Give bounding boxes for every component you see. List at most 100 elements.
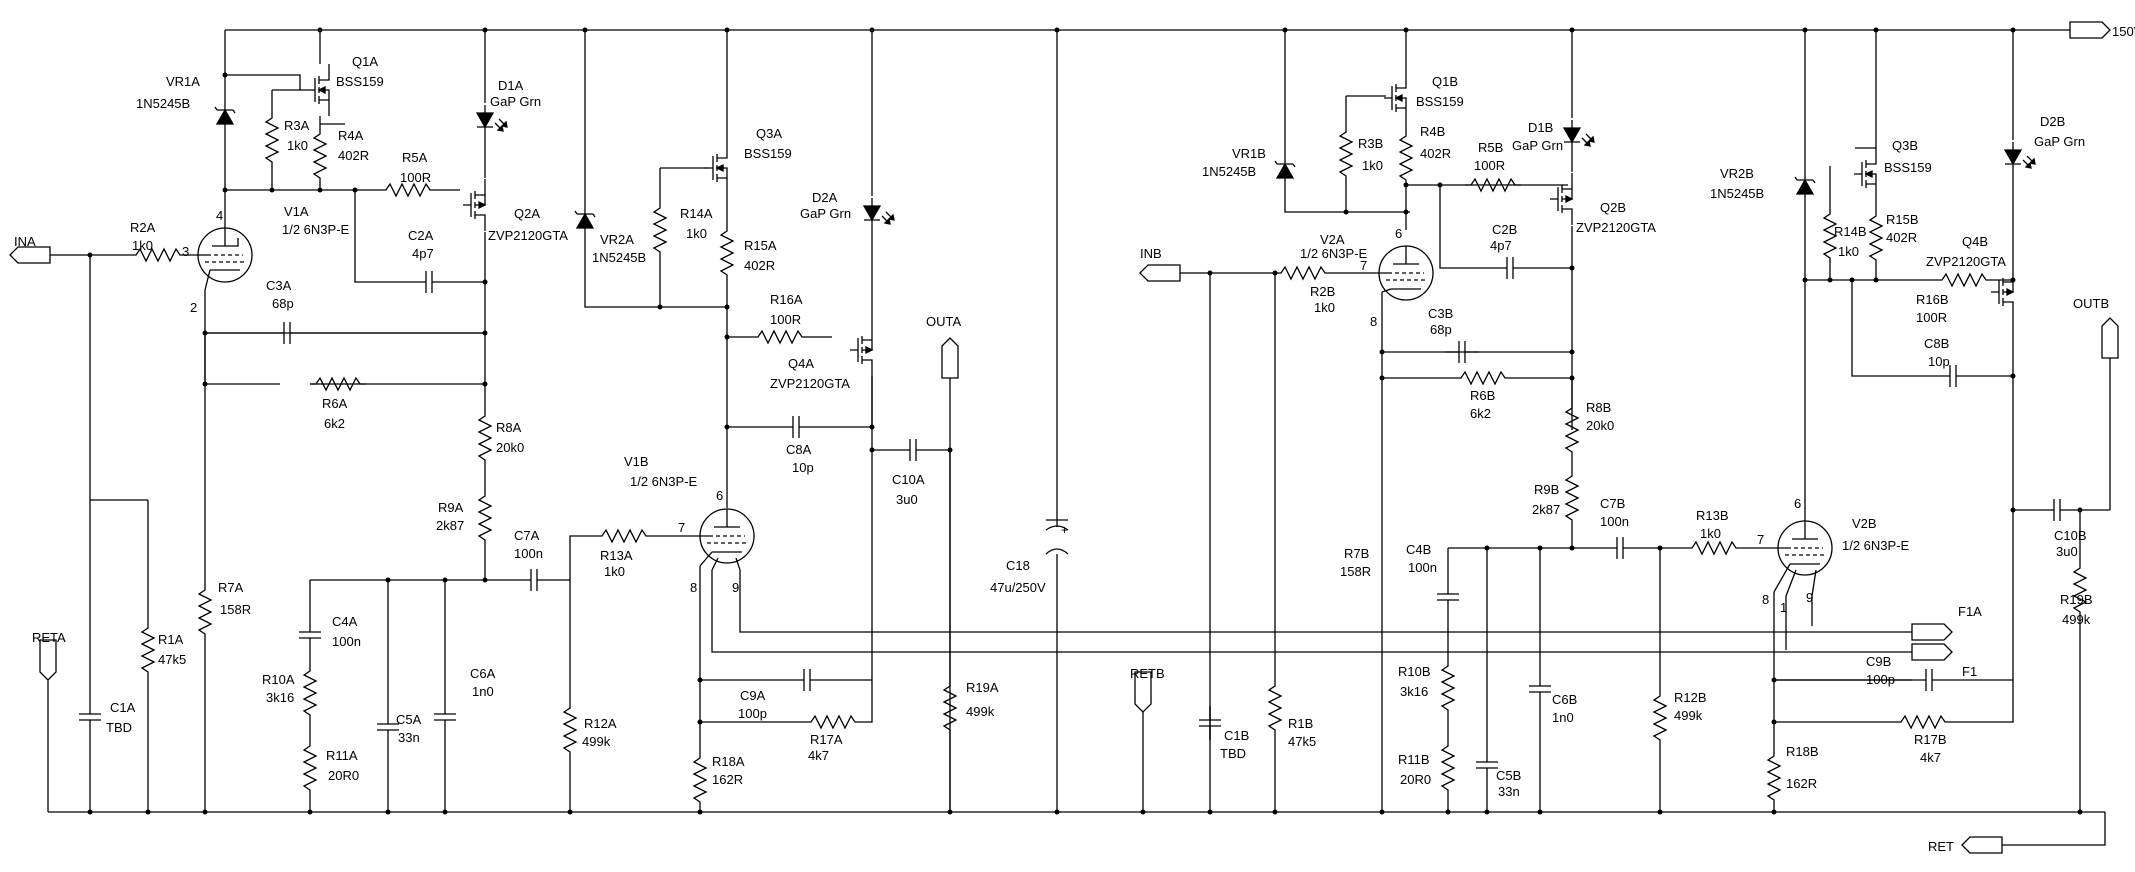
r15b-symbol	[1869, 209, 1883, 267]
svg-text:150V: 150V	[2112, 24, 2135, 39]
label-r11a-val: 20R0	[328, 768, 359, 783]
r15a-symbol	[720, 224, 734, 282]
label-c1a-ref: C1A	[110, 700, 136, 715]
r4b-symbol	[1399, 129, 1413, 187]
c4a-symbol	[298, 617, 322, 653]
r3a-symbol	[265, 111, 279, 169]
label-r2b-val: 1k0	[1314, 300, 1335, 315]
label-vr1a-ref: VR1A	[166, 74, 200, 89]
tube-v1b: 7 8 6 9	[678, 488, 755, 595]
v2b-pin-grid: 7	[1757, 532, 1764, 547]
d2b-symbol	[2004, 141, 2036, 173]
label-c10b-val: 3u0	[2056, 544, 2078, 559]
label-c9b-ref: C9B	[1866, 654, 1891, 669]
r13b-symbol	[1685, 541, 1743, 555]
svg-text:RET: RET	[1928, 839, 1954, 854]
label-r3a-val: 1k0	[287, 138, 308, 153]
label-c5a-ref: C5A	[396, 712, 422, 727]
label-vr2a-ref: VR2A	[600, 232, 634, 247]
label-c4a-ref: C4A	[332, 614, 358, 629]
label-r17b-ref: R17B	[1914, 732, 1947, 747]
r1b-symbol	[1268, 679, 1282, 737]
label-v2a-ref: V2A	[1320, 232, 1345, 247]
r16a-symbol	[751, 330, 809, 344]
d1b-symbol	[1563, 119, 1595, 151]
label-r6b-ref: R6B	[1470, 388, 1495, 403]
component-labels: VR1A 1N5245B Q1A BSS159 R3A 1k0 R4A 402R…	[106, 54, 2093, 799]
port-reta: RETA	[32, 630, 66, 681]
label-r12a-val: 499k	[582, 734, 611, 749]
label-v2b-val: 1/2 6N3P-E	[1842, 538, 1910, 553]
port-ret: RET	[1928, 836, 2003, 854]
label-q2a-ref: Q2A	[514, 206, 540, 221]
r3b-symbol	[1339, 125, 1353, 183]
q2a-symbol	[462, 178, 486, 232]
label-vr1a-val: 1N5245B	[136, 96, 190, 111]
label-q3a-val: BSS159	[744, 146, 792, 161]
label-d2a-val: GaP Grn	[800, 206, 851, 221]
label-q4b-val: ZVP2120GTA	[1926, 254, 2006, 269]
label-vr2b-ref: VR2B	[1720, 166, 1754, 181]
label-c3a-val: 68p	[272, 296, 294, 311]
label-r10a-val: 3k16	[266, 690, 294, 705]
label-c2b-val: 4p7	[1490, 238, 1512, 253]
r9a-symbol	[478, 489, 492, 547]
q1a-symbol	[306, 63, 330, 117]
label-r7b-ref: R7B	[1344, 546, 1369, 561]
label-q3b-ref: Q3B	[1892, 138, 1918, 153]
label-r19b-ref: R19B	[2060, 592, 2093, 607]
v2a-pin-grid: 7	[1360, 258, 1367, 273]
q4a-symbol	[849, 323, 873, 377]
port-ina: INA	[9, 234, 51, 264]
r1a-symbol	[141, 621, 155, 679]
r17b-symbol	[1894, 715, 1952, 729]
label-c3a-ref: C3A	[266, 278, 292, 293]
svg-text:RETA: RETA	[32, 630, 66, 645]
label-r12b-val: 499k	[1674, 708, 1703, 723]
r2b-symbol	[1274, 266, 1332, 280]
r8a-symbol	[478, 409, 492, 467]
r7a-symbol	[198, 583, 212, 641]
label-c2a-val: 4p7	[412, 246, 434, 261]
label-r2a-val: 1k0	[132, 238, 153, 253]
label-r17a-val: 4k7	[808, 748, 829, 763]
q2b-symbol	[1549, 172, 1573, 226]
label-d1a-ref: D1A	[498, 78, 524, 93]
vr2b-symbol	[1794, 171, 1816, 203]
label-r19a-ref: R19A	[966, 680, 999, 695]
svg-text:INB: INB	[1140, 246, 1162, 261]
vr1a-symbol	[214, 101, 236, 133]
label-c4a-val: 100n	[332, 634, 361, 649]
r18a-symbol	[693, 751, 707, 809]
label-r16a-val: 100R	[770, 312, 801, 327]
label-r11b-ref: R11B	[1398, 752, 1430, 767]
c2b-symbol	[1492, 256, 1528, 280]
r16b-symbol	[1935, 273, 1993, 287]
label-r13a-val: 1k0	[604, 564, 625, 579]
label-r4b-val: 402R	[1420, 146, 1451, 161]
svg-text:OUTA: OUTA	[926, 314, 961, 329]
label-c2b-ref: C2B	[1492, 222, 1517, 237]
label-r17a-ref: R17A	[810, 732, 843, 747]
v2b-pin-1: 1	[1780, 600, 1787, 615]
label-q1a-val: BSS159	[336, 74, 384, 89]
label-vr1b-ref: VR1B	[1232, 146, 1266, 161]
label-c3b-ref: C3B	[1428, 306, 1453, 321]
label-d2b-ref: D2B	[2040, 114, 2065, 129]
label-q3b-val: BSS159	[1884, 160, 1932, 175]
svg-text:+: +	[1061, 523, 1068, 537]
d1a-symbol	[476, 104, 508, 136]
label-r14b-val: 1k0	[1838, 244, 1859, 259]
label-r11b-val: 20R0	[1400, 772, 1431, 787]
label-r8a-ref: R8A	[496, 420, 522, 435]
c6b-symbol	[1528, 671, 1552, 707]
label-r7a-val: 158R	[220, 602, 251, 617]
svg-text:F1: F1	[1962, 664, 1977, 679]
label-r1b-val: 47k5	[1288, 734, 1316, 749]
label-r9b-val: 2k87	[1532, 502, 1560, 517]
label-d1a-val: GaP Grn	[490, 94, 541, 109]
v2a-pin-cathode: 8	[1370, 314, 1377, 329]
port-retb: RETB	[1130, 666, 1165, 713]
label-c6b-val: 1n0	[1552, 710, 1574, 725]
v2b-pin-cathode: 8	[1762, 592, 1769, 607]
